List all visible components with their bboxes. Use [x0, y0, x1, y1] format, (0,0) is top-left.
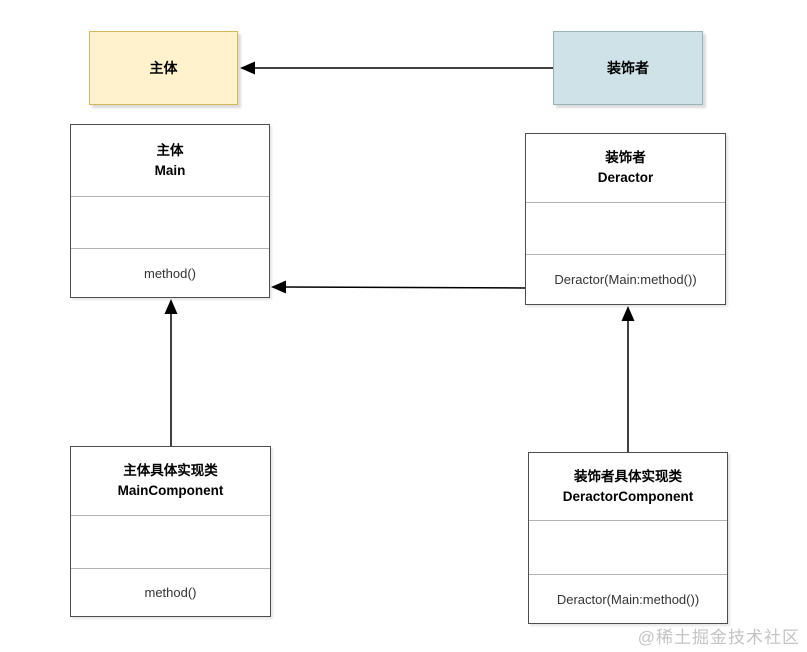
class-deractor-name-cn: 装饰者	[605, 150, 646, 165]
class-deractor-method: Deractor(Main:method())	[554, 272, 697, 287]
class-main-title: 主体 Main	[71, 125, 269, 197]
class-main-component-attributes-section	[71, 516, 270, 569]
decorator-concept-box: 装饰者	[553, 31, 703, 105]
class-main-component-name-en: MainComponent	[117, 483, 224, 498]
class-box-deractor-component: 装饰者具体实现类 DeractorComponent Deractor(Main…	[528, 452, 728, 624]
class-main-component-title: 主体具体实现类 MainComponent	[71, 447, 270, 516]
class-box-deractor: 装饰者 Deractor Deractor(Main:method())	[525, 133, 726, 305]
decorator-to-subject-arrow	[240, 61, 553, 75]
subject-concept-label: 主体	[149, 60, 178, 76]
class-deractor-name-en: Deractor	[597, 170, 654, 185]
class-main-name-cn: 主体	[156, 142, 184, 158]
decorator-concept-label: 装饰者	[607, 60, 649, 76]
class-deractor-title: 装饰者 Deractor	[526, 134, 725, 203]
class-deractor-component-name-en: DeractorComponent	[562, 488, 694, 504]
class-main-method: method()	[143, 265, 197, 281]
class-box-main: 主体 Main method()	[70, 124, 270, 298]
watermark: @稀土掘金技术社区	[637, 628, 800, 647]
subject-concept-box: 主体	[89, 31, 238, 105]
class-main-component-name-cn: 主体具体实现类	[123, 463, 218, 478]
main-component-to-main-arrow	[164, 299, 178, 446]
class-box-main-component: 主体具体实现类 MainComponent method()	[70, 446, 271, 617]
deractor-component-to-deractor-arrow	[621, 306, 635, 452]
class-deractor-component-name-cn: 装饰者具体实现类	[574, 468, 682, 484]
class-main-attributes-section	[71, 197, 269, 249]
deractor-to-main-arrow	[271, 280, 526, 294]
class-main-name-en: Main	[154, 162, 186, 178]
class-deractor-component-method: Deractor(Main:method())	[556, 591, 700, 607]
class-main-component-method: method()	[144, 585, 197, 600]
class-deractor-attributes-section	[526, 203, 725, 255]
class-deractor-component-title: 装饰者具体实现类 DeractorComponent	[529, 453, 727, 521]
class-deractor-component-attributes-section	[529, 521, 727, 575]
